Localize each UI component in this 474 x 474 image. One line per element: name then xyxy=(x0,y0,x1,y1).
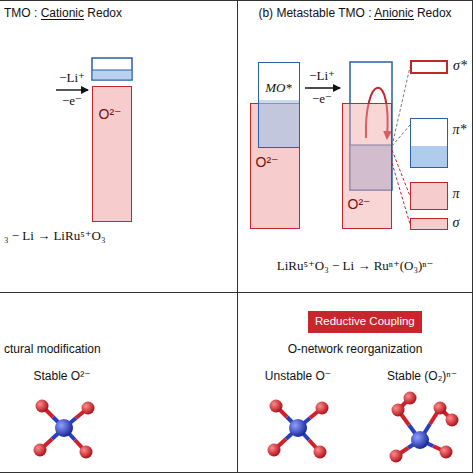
band-label: O²⁻ xyxy=(256,154,279,171)
panel-subtitle: ctural modification xyxy=(4,342,101,356)
panel: ctural modificationStable O²⁻ xyxy=(0,292,238,473)
orbital-band: π xyxy=(410,182,448,210)
panel: TMO : Cationic Redox ₃ − Li → LiRu⁵⁺O₃ O²⁻ xyxy=(0,0,238,293)
reaction-label: −Li⁺ xyxy=(309,68,335,84)
oxygen-band: O²⁻ xyxy=(342,103,392,229)
metal-band: MO* xyxy=(258,62,300,148)
molecule xyxy=(34,400,95,459)
reaction-arrow xyxy=(305,87,340,88)
underline xyxy=(41,19,84,20)
species-label: Unstable O⁻ xyxy=(265,369,331,383)
band-label: MO* xyxy=(265,80,292,96)
panel: O-network reorganizationUnstable O⁻ Stabl… xyxy=(237,292,473,473)
reaction-equation: ₃ − Li → LiRu⁵⁺O₃ xyxy=(4,228,105,244)
species-label: Stable (O₂)ⁿ⁻ xyxy=(387,369,457,383)
band-label: O²⁻ xyxy=(99,106,122,123)
orbital-band: σ xyxy=(410,218,448,230)
reaction-label: −e⁻ xyxy=(62,93,82,109)
orbital-label: π xyxy=(453,186,460,203)
reaction-label: −Li⁺ xyxy=(59,70,85,86)
banner-text: Reductive Coupling xyxy=(315,315,415,329)
molecule xyxy=(390,392,459,463)
leader-line xyxy=(392,67,410,146)
orbital-label: π* xyxy=(453,122,467,139)
underline xyxy=(374,19,413,20)
orbital-label: σ xyxy=(453,215,460,232)
molecule xyxy=(268,400,329,459)
orbital-band: π* xyxy=(410,118,448,168)
panel-subtitle: O-network reorganization xyxy=(288,342,423,356)
reaction-label: −e⁻ xyxy=(312,91,332,107)
panel-heading: TMO : Cationic Redox xyxy=(4,6,122,20)
orbital-band: σ* xyxy=(410,60,448,74)
panel-heading: (b) Metastable TMO : Anionic Redox xyxy=(258,6,451,20)
panel: (b) Metastable TMO : Anionic RedoxLiRu⁵⁺… xyxy=(237,0,473,293)
reaction-arrow xyxy=(56,89,88,90)
oxygen-band: O²⁻ xyxy=(92,86,132,222)
process-banner: Reductive Coupling xyxy=(308,311,422,333)
leader-line xyxy=(392,125,410,146)
species-label: Stable O²⁻ xyxy=(33,369,90,383)
band-block xyxy=(92,58,132,80)
band-label: O²⁻ xyxy=(348,196,371,213)
orbital-label: σ* xyxy=(453,58,467,75)
reaction-equation: LiRu⁵⁺O₃ − Li → Ruⁿ⁺(O₃)ⁿ⁻ xyxy=(277,258,434,274)
dashed-connector xyxy=(392,163,410,224)
